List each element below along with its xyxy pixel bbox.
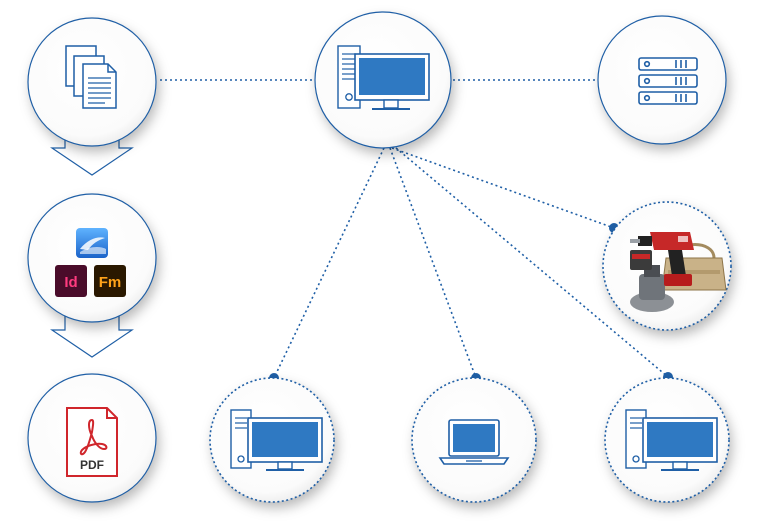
pdf-node: PDF: [27, 373, 157, 503]
connector-computer-desktop-2: [395, 147, 669, 378]
central-computer-node: [314, 11, 452, 149]
client-laptop-node: [411, 377, 537, 503]
desktop-computer-icon: [230, 409, 323, 471]
product-node: [602, 201, 732, 331]
connector-computer-laptop: [389, 147, 477, 379]
connector-computer-product: [391, 147, 615, 229]
desktop-computer-icon: [625, 409, 718, 471]
pdf-file-icon: PDF: [66, 407, 118, 477]
client-desktop-2-node: [604, 377, 730, 503]
power-tools-photo: [630, 232, 727, 312]
framemaker-icon: Fm: [94, 265, 126, 297]
connector-computer-desktop-1: [273, 147, 385, 379]
laptop-icon: [438, 419, 510, 465]
server-node: [597, 15, 727, 145]
server-rack-icon: [638, 57, 698, 105]
authoring-tools-node: Id Fm: [27, 193, 157, 323]
indesign-icon: Id: [55, 265, 87, 297]
desktop-computer-icon: [337, 45, 430, 110]
client-desktop-1-node: [209, 377, 335, 503]
framemaker-label: Fm: [99, 274, 122, 291]
documents-node: [27, 17, 157, 147]
indesign-label: Id: [64, 274, 77, 291]
pdf-label: PDF: [80, 458, 104, 472]
writing-app-icon: [76, 228, 108, 258]
connectors: [160, 79, 669, 379]
documents-icon: [65, 45, 117, 109]
